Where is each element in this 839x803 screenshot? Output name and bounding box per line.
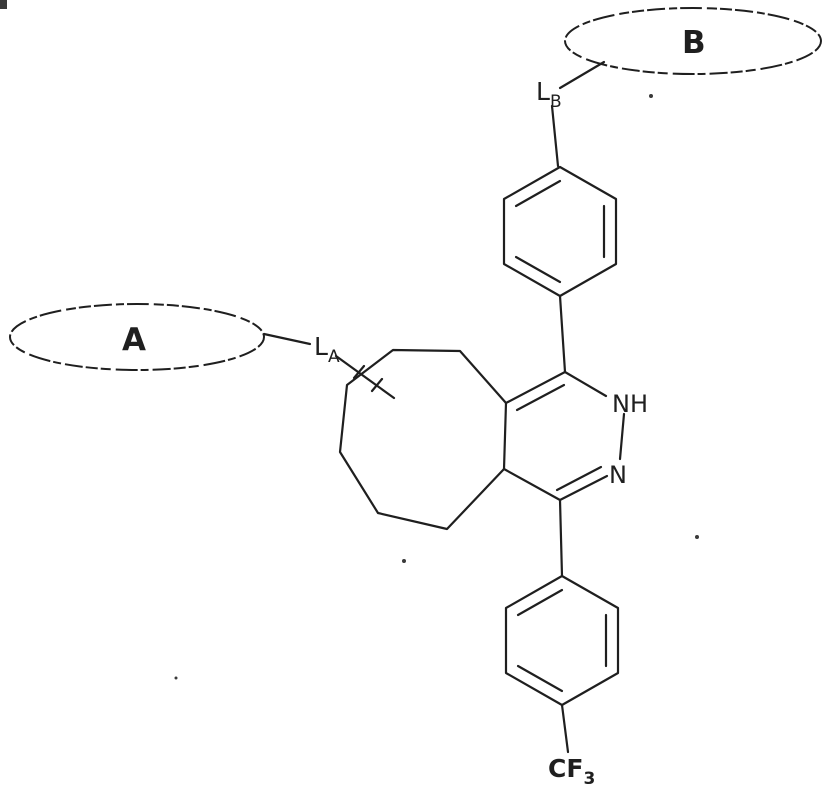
double-bond-line <box>516 588 564 617</box>
bond-n-c4 <box>558 474 609 502</box>
ink-speck <box>649 94 653 98</box>
substituent-a-ellipse <box>9 303 265 371</box>
bond-b-to-linker-b <box>558 60 606 90</box>
double-bond-n-c4-inner <box>555 465 603 492</box>
lower-phenyl-outline <box>504 574 620 707</box>
bond-a-to-linker-a <box>262 332 312 346</box>
scan-corner-mark <box>0 0 7 9</box>
lower-phenyl-double-bonds <box>516 588 608 693</box>
bond-c1-nh <box>563 370 608 398</box>
linker-a-sub: A <box>328 347 340 367</box>
linker-a-label: LA <box>314 332 340 367</box>
nh-atom-label: NH <box>612 390 648 418</box>
substituent-a-label: A <box>122 322 146 358</box>
cf3-group-label: CF3 <box>548 754 595 789</box>
bond-lower-phenyl-to-cf3 <box>560 703 570 754</box>
linker-a-main: L <box>314 332 328 361</box>
double-bond-c8a-c1-inner <box>515 383 566 412</box>
linker-b-label: LB <box>536 77 562 112</box>
bond-linker-b-to-ring <box>550 104 560 168</box>
double-bond-line <box>514 179 562 208</box>
bond-c4-c4a <box>502 467 562 502</box>
linker-b-main: L <box>536 77 550 106</box>
ink-speck <box>174 676 178 680</box>
diazine-ring: NH N <box>502 370 648 502</box>
substituent-b-label: B <box>682 25 706 61</box>
substituent-bonds <box>262 60 606 400</box>
bond-nh-n <box>618 412 626 461</box>
attachment-hash-mark-2 <box>370 377 384 393</box>
cyclooctane-ring <box>338 348 508 531</box>
bond-core-to-lower-phenyl <box>558 498 564 578</box>
cf3-main: CF <box>548 754 583 783</box>
lower-phenyl-ring <box>504 574 620 754</box>
bond-c8a-c1 <box>504 370 567 405</box>
upper-phenyl-outline <box>502 165 618 298</box>
bond-linker-a-to-ring <box>334 354 396 400</box>
double-bond-line <box>516 664 564 693</box>
ink-speck <box>402 559 406 563</box>
bond-upper-phenyl-to-core <box>558 294 567 374</box>
upper-phenyl-ring <box>502 165 618 374</box>
substituent-b-ellipse <box>564 7 822 75</box>
n-atom-label: N <box>609 461 627 489</box>
attachment-hash-mark-1 <box>352 364 366 380</box>
linker-b-sub: B <box>550 92 562 112</box>
upper-phenyl-double-bonds <box>514 179 606 284</box>
double-bond-line <box>514 255 562 284</box>
bond-c4a-c8a <box>502 401 508 471</box>
ink-speck <box>695 535 699 539</box>
cf3-sub: 3 <box>583 769 595 789</box>
